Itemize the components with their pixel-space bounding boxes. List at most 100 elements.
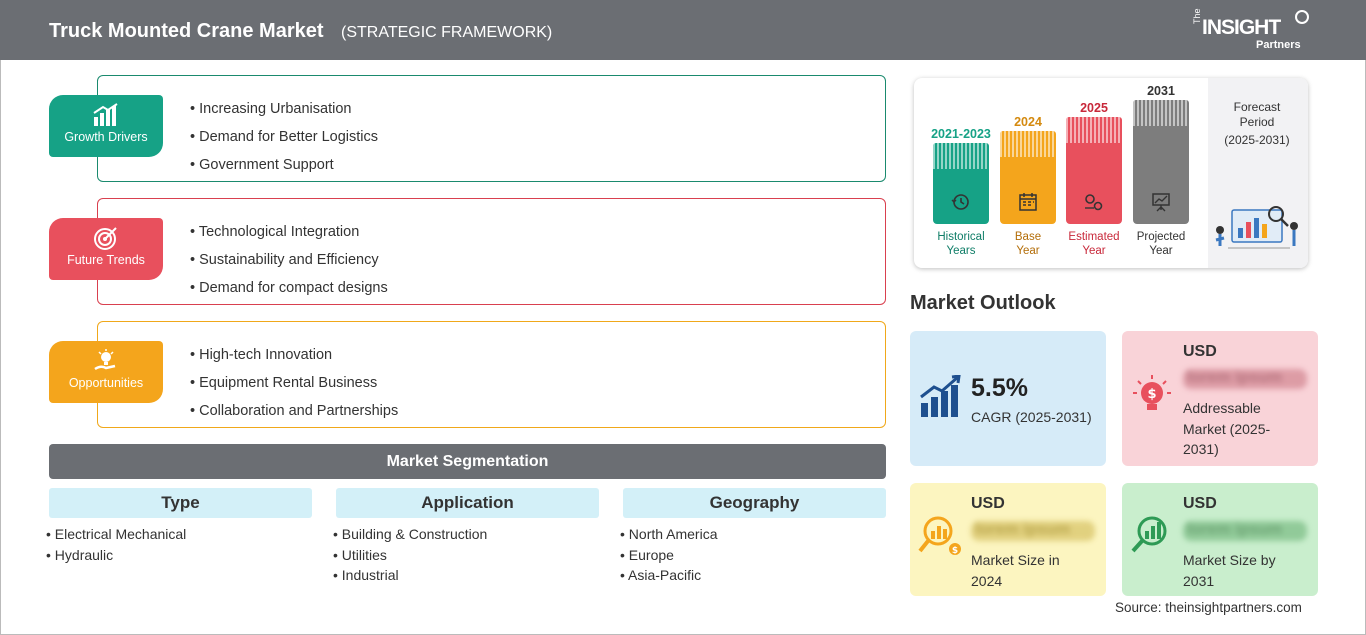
calendar-icon — [1014, 191, 1042, 213]
size-2024-usd: USD — [971, 495, 1005, 512]
list-item: Asia-Pacific — [620, 565, 718, 586]
list-item: Electrical Mechanical — [46, 524, 187, 545]
list-item: Sustainability and Efficiency — [190, 246, 388, 274]
list-item: Technological Integration — [190, 218, 388, 246]
label-line: Historical — [937, 231, 985, 243]
logo-insight: INSIGHT — [1202, 16, 1281, 39]
list-item: Collaboration and Partnerships — [190, 397, 398, 425]
future-trends-badge: Future Trends — [49, 218, 163, 280]
addressable-usd: USD — [1183, 343, 1217, 360]
list-item: Industrial — [333, 565, 487, 586]
presentation-icon — [1147, 191, 1175, 213]
label-line: Projected — [1136, 231, 1186, 243]
header-bar: Truck Mounted Crane Market (STRATEGIC FR… — [0, 0, 1366, 60]
future-trends-label: Future Trends — [67, 253, 145, 267]
page-title: Truck Mounted Crane Market — [49, 20, 324, 42]
magnifier-growth-icon — [1130, 513, 1174, 557]
logo-partners: Partners — [1256, 39, 1301, 51]
addressable-market-box: USD lorem ipsum $ Addressable Market (20… — [1122, 331, 1318, 466]
label-line: Estimated — [1068, 231, 1120, 243]
size-2031-blurred-value: lorem ipsum — [1183, 521, 1307, 541]
growth-drivers-badge: Growth Drivers — [49, 95, 163, 157]
insight-partners-logo[interactable]: The INSIGHT Partners — [1190, 8, 1310, 54]
label-line: Year — [1149, 245, 1173, 257]
logo-the: The — [1192, 8, 1202, 24]
opportunities-badge: Opportunities — [49, 341, 163, 403]
bar-stripe — [1066, 117, 1122, 143]
list-item: High-tech Innovation — [190, 341, 398, 369]
size-2024-blurred-value: lorem ipsum — [971, 521, 1095, 541]
list-item: Hydraulic — [46, 545, 186, 566]
logo-ring-icon — [1295, 10, 1309, 24]
gears-icon — [1080, 191, 1108, 213]
label-line: Years — [946, 245, 976, 257]
opportunities-card: High-tech Innovation Equipment Rental Bu… — [97, 321, 886, 428]
history-icon — [947, 191, 975, 213]
timeline-bar-3 — [1066, 117, 1122, 224]
cagr-label: CAGR (2025-2031) — [971, 409, 1092, 425]
segment-heading-geography: Geography — [623, 488, 886, 518]
hand-lightbulb-icon — [91, 349, 121, 373]
size-2024-label: Market Size in 2024 — [971, 552, 1060, 589]
timeline-year-1: 2021-2023 — [931, 127, 991, 141]
list-item: North America — [620, 524, 718, 545]
opportunities-label: Opportunities — [68, 376, 144, 390]
timeline-bar-4 — [1133, 100, 1189, 224]
market-size-2024-box: USD lorem ipsum $ Market Size in 2024 — [910, 483, 1106, 596]
cagr-value: 5.5% — [971, 374, 1028, 402]
svg-text:$: $ — [1147, 387, 1156, 402]
market-size-2031-box: USD lorem ipsum Market Size by 2031 — [1122, 483, 1318, 596]
analytics-illustration-icon — [1210, 200, 1302, 254]
timeline-year-4: 2031 — [1147, 84, 1175, 98]
forecast-text: Forecast Period (2025-2031) — [1214, 100, 1300, 148]
segmentation-title: Market Segmentation — [49, 444, 886, 479]
source-note: Source: theinsightpartners.com — [1115, 600, 1302, 615]
cagr-box: 5.5% CAGR (2025-2031) — [910, 331, 1106, 466]
timeline-bar-1 — [933, 143, 989, 224]
list-item: Building & Construction — [333, 524, 488, 545]
label-line: Base — [1014, 231, 1042, 243]
timeline-year-2: 2024 — [1014, 115, 1042, 129]
forecast-line2: Period — [1239, 115, 1275, 129]
bar-growth-icon — [91, 103, 121, 127]
segment-heading-application: Application — [336, 488, 599, 518]
size-2031-usd: USD — [1183, 495, 1217, 512]
growth-chart-icon — [918, 374, 962, 419]
opportunities-list: High-tech Innovation Equipment Rental Bu… — [190, 341, 398, 425]
list-item: Equipment Rental Business — [190, 369, 398, 397]
bar-stripe — [1133, 100, 1189, 126]
future-trends-list: Technological Integration Sustainability… — [190, 218, 388, 302]
future-trends-card: Technological Integration Sustainability… — [97, 198, 886, 305]
timeline-bar-2 — [1000, 131, 1056, 224]
size-2031-label: Market Size by 2031 — [1183, 552, 1276, 589]
growth-drivers-label: Growth Drivers — [64, 130, 148, 144]
segment-list-type: Electrical Mechanical Hydraulic — [46, 524, 187, 566]
label-line: Year — [1016, 245, 1040, 257]
bar-stripe — [933, 143, 989, 169]
list-item: Utilities — [333, 545, 487, 566]
magnifier-chart-icon: $ — [918, 513, 962, 557]
segment-list-geography: North America Europe Asia-Pacific — [620, 524, 718, 586]
list-item: Increasing Urbanisation — [190, 95, 378, 123]
segment-list-application: Building & Construction Utilities Indust… — [333, 524, 488, 586]
growth-drivers-card: Increasing Urbanisation Demand for Bette… — [97, 75, 886, 182]
market-outlook-title: Market Outlook — [910, 292, 1056, 314]
addressable-blurred-value: lorem ipsum — [1183, 369, 1307, 389]
forecast-period: (2025-2031) — [1224, 133, 1290, 147]
svg-text:$: $ — [952, 546, 958, 556]
segment-heading-type: Type — [49, 488, 312, 518]
bar-stripe — [1000, 131, 1056, 157]
addressable-label: Addressable Market (2025-2031) — [1183, 400, 1271, 457]
label-line: Year — [1082, 245, 1106, 257]
page-subtitle: (STRATEGIC FRAMEWORK) — [341, 24, 553, 41]
target-icon — [91, 226, 121, 250]
list-item: Government Support — [190, 151, 378, 179]
growth-drivers-list: Increasing Urbanisation Demand for Bette… — [190, 95, 378, 179]
list-item: Europe — [620, 545, 718, 566]
timeline-year-3: 2025 — [1080, 101, 1108, 115]
list-item: Demand for compact designs — [190, 274, 388, 302]
